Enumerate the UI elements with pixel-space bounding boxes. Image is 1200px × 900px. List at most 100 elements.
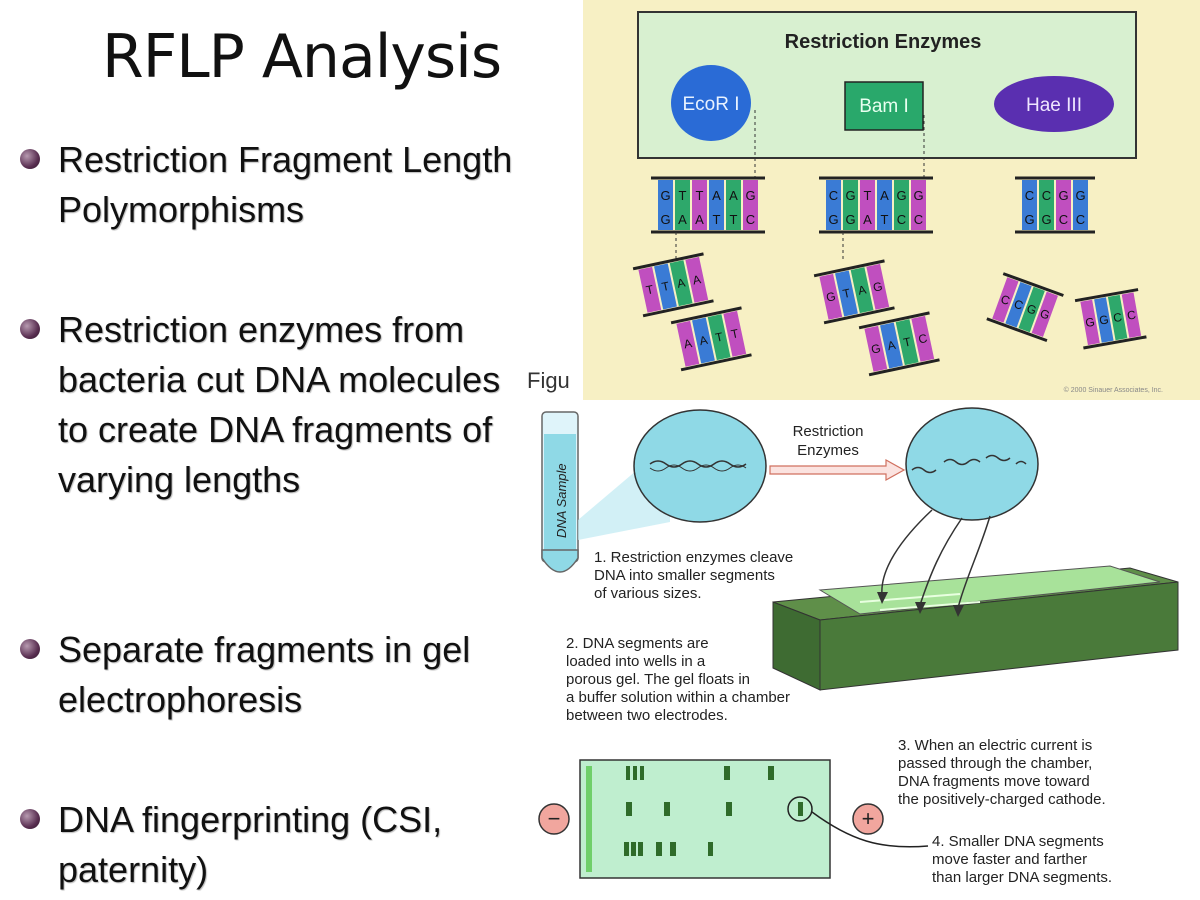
base-letter: A (698, 333, 709, 348)
haeiii-ellipse (994, 76, 1114, 132)
gel-electrophoresis-svg: DNA Sample Restriction Enzymes 1. Restri… (538, 407, 1179, 886)
step1-text: 1. Restriction enzymes cleave DNA into s… (594, 549, 793, 602)
base-pair (860, 180, 875, 230)
base-letter: C (917, 331, 929, 347)
base-pair (1056, 180, 1071, 230)
bullet-text: DNA fingerprinting (CSI, paternity) (58, 799, 443, 890)
svg-text:3. When an electric current is: 3. When an electric current is (898, 737, 1092, 754)
svg-text:DNA fragments move toward: DNA fragments move toward (898, 773, 1090, 790)
base-letter: C (829, 188, 838, 203)
base-letter: G (845, 188, 855, 203)
gel-bands (586, 766, 803, 872)
bullet-text: Restriction Fragment Length Polymorphism… (58, 139, 513, 230)
fragment-base (1031, 291, 1058, 338)
arrow-label-enzymes: Enzymes (797, 442, 859, 459)
base-letter: G (1025, 301, 1039, 317)
base-letter: T (730, 212, 738, 227)
base-letter: T (902, 334, 913, 349)
base-pair (709, 180, 724, 230)
step2-text: 2. DNA segments are loaded into wells in… (566, 635, 790, 724)
base-letter: G (870, 341, 882, 357)
fragment-base (654, 263, 677, 310)
base-letter: G (896, 188, 906, 203)
enzymes-title: Restriction Enzymes (785, 31, 982, 53)
base-pair (692, 180, 707, 230)
base-letter: G (745, 188, 755, 203)
restriction-enzymes-panel: Restriction Enzymes EcoR I Bam I Hae III… (583, 0, 1200, 400)
base-letter: C (746, 212, 755, 227)
bami-rect (844, 81, 924, 131)
svg-text:porous gel. The gel floats in: porous gel. The gel floats in (566, 671, 750, 688)
fragment-base (911, 315, 935, 362)
bullet-icon (20, 809, 40, 829)
base-pair (843, 180, 858, 230)
base-letter: C (1076, 212, 1085, 227)
fragment-base (692, 317, 715, 364)
base-letter: C (897, 212, 906, 227)
fragment-base (835, 270, 858, 317)
step3-text: 3. When an electric current is passed th… (898, 737, 1106, 808)
base-letter: G (1041, 212, 1051, 227)
slide-title: RFLP Analysis (102, 22, 502, 92)
fragment-base (669, 260, 693, 307)
base-letter: T (881, 212, 889, 227)
base-letter: G (660, 188, 670, 203)
base-letter: C (914, 212, 923, 227)
base-pair (658, 180, 673, 230)
base-pair (894, 180, 909, 230)
bami-label: Bam I (859, 96, 909, 117)
base-letter: G (913, 188, 923, 203)
base-letter: T (645, 282, 656, 297)
base-letter: A (729, 188, 738, 203)
fragment-base (895, 319, 919, 366)
fragment-base (707, 314, 731, 361)
svg-text:of various sizes.: of various sizes. (594, 585, 702, 602)
ecori-circle (671, 65, 751, 141)
base-letter: G (828, 212, 838, 227)
base-letter: T (660, 279, 671, 294)
fragment-base (685, 256, 709, 303)
fragment-base (992, 277, 1019, 323)
base-letter: G (872, 279, 884, 295)
bullet-item: Restriction enzymes from bacteria cut DN… (18, 305, 538, 505)
svg-text:move faster and farther: move faster and farther (932, 851, 1087, 868)
plus-sign: + (862, 806, 875, 831)
base-letter: C (1112, 310, 1123, 325)
base-letter: T (696, 188, 704, 203)
fragment-base (1080, 299, 1100, 346)
gel-result (579, 759, 831, 879)
fragment-base (723, 310, 747, 357)
bullet-item: Restriction Fragment Length Polymorphism… (18, 135, 538, 235)
fragment-base (1094, 297, 1114, 343)
base-letter: C (1025, 188, 1034, 203)
base-pair (1073, 180, 1088, 230)
haeiii-label: Hae III (1026, 95, 1082, 116)
base-letter: T (714, 329, 725, 344)
base-letter: G (845, 212, 855, 227)
base-letter: A (678, 212, 687, 227)
base-letter: T (679, 188, 687, 203)
base-pair (877, 180, 892, 230)
base-pair (743, 180, 758, 230)
base-letter: G (660, 212, 670, 227)
figure-label: Figu (527, 368, 570, 393)
svg-text:2. DNA segments are: 2. DNA segments are (566, 635, 709, 652)
fragment-base (864, 325, 888, 372)
base-letter: G (1058, 188, 1068, 203)
bullet-item: Separate fragments in gel electrophoresi… (18, 625, 538, 725)
fragment-base (866, 263, 890, 310)
svg-text:a buffer solution within a cha: a buffer solution within a chamber (566, 689, 790, 706)
base-letter: A (691, 272, 702, 287)
fragment-base (676, 320, 700, 367)
base-letter: G (825, 289, 837, 305)
copyright-text: © 2000 Sinauer Associates, Inc. (1064, 386, 1163, 394)
base-letter: G (1024, 212, 1034, 227)
bullet-icon (20, 639, 40, 659)
base-letter: A (863, 212, 872, 227)
base-letter: C (1126, 307, 1137, 322)
base-letter: T (864, 188, 872, 203)
